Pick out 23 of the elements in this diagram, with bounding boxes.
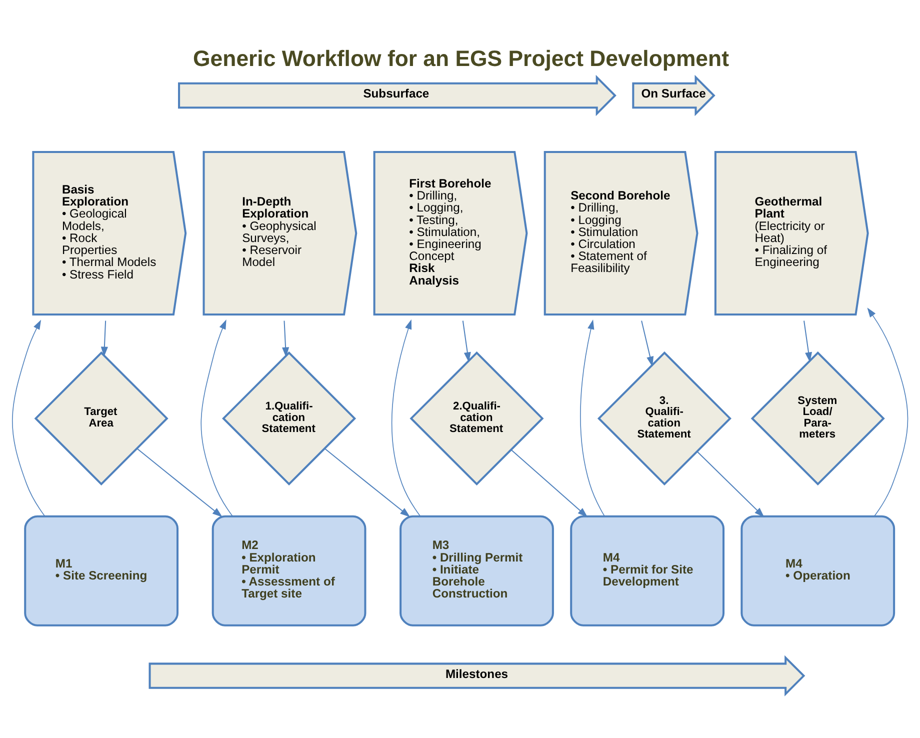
arrow	[697, 450, 764, 517]
node-box: M4 • Operation	[740, 514, 896, 626]
arrow	[804, 320, 812, 362]
node-diamond: 3. Qualifi- cation Statement	[597, 350, 732, 485]
node-diamond: 1.Qualifi- cation Statement	[222, 350, 356, 485]
arrow	[462, 320, 471, 362]
node-box: M4 • Permit for Site Development	[570, 514, 724, 626]
node-diamond: Target Area	[34, 350, 168, 485]
arrow	[867, 307, 908, 516]
arrow	[324, 448, 410, 517]
arrow	[641, 320, 654, 366]
diagram-title: Generic Workflow for an EGS Project Development	[193, 45, 729, 70]
arrow	[136, 448, 222, 517]
arrow	[580, 319, 605, 516]
node-box: M3 • Drilling Permit • Initiate Borehole Construction	[400, 514, 554, 626]
node-box: M2 • Exploration Permit • Assessment of Target site	[212, 514, 366, 626]
arrow	[100, 320, 108, 356]
arrow	[12, 319, 46, 516]
arrow	[391, 318, 421, 516]
arrow	[510, 449, 588, 517]
arrow	[282, 320, 290, 357]
arrow	[200, 318, 233, 516]
node-box: M1 • Site Screening	[24, 514, 179, 626]
